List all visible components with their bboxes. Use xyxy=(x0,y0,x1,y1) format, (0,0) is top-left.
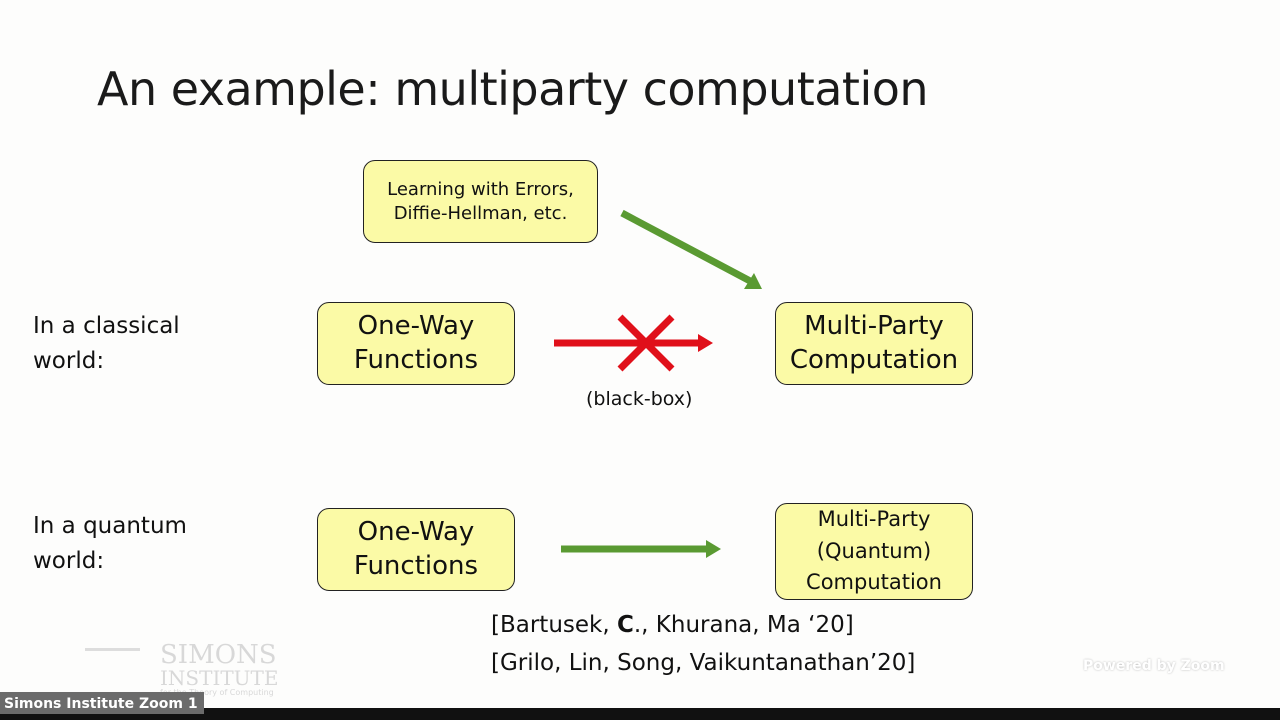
label-line: In a quantum xyxy=(33,513,187,539)
box-text: (Quantum) xyxy=(816,538,932,563)
box-text: One-Way xyxy=(357,310,475,341)
green-horizontal-arrow xyxy=(561,540,721,558)
zoom-watermark: Powered by Zoom xyxy=(1083,658,1225,674)
participant-name-label: Simons Institute Zoom 1 xyxy=(0,692,204,714)
box-text: Multi-Party xyxy=(817,507,931,532)
black-box-note: (black-box) xyxy=(586,388,693,410)
label-line: world: xyxy=(33,348,105,374)
box-owf-quantum: One-Way Functions xyxy=(317,508,515,591)
citation-text: ., Khurana, Ma ‘20] xyxy=(633,612,854,638)
box-lwe-dh: Learning with Errors, Diffie-Hellman, et… xyxy=(363,160,598,243)
logo-line: for the Theory of Computing xyxy=(160,688,274,697)
label-line: world: xyxy=(33,548,105,574)
box-text: Learning with Errors, xyxy=(387,179,574,201)
box-text: One-Way xyxy=(357,516,475,547)
box-text: Functions xyxy=(353,550,479,581)
logo-line: SIMONS xyxy=(160,640,277,670)
box-text: Functions xyxy=(353,344,479,375)
label-line: In a classical xyxy=(33,313,180,339)
logo-line: INSTITUTE xyxy=(160,666,279,690)
bottom-bar xyxy=(0,708,1280,720)
citation-1: [Bartusek, C., Khurana, Ma ‘20] xyxy=(491,606,915,644)
box-owf-classical: One-Way Functions xyxy=(317,302,515,385)
box-text: Multi-Party xyxy=(804,310,944,341)
green-diagonal-arrow xyxy=(620,209,762,289)
box-text: Computation xyxy=(806,570,942,595)
citation-bold: C xyxy=(616,612,634,638)
red-blocked-arrow xyxy=(554,334,713,352)
red-x-icon xyxy=(617,314,675,372)
citation-2: [Grilo, Lin, Song, Vaikuntanathan’20] xyxy=(491,650,916,676)
building-icon xyxy=(85,648,140,696)
box-text: Diffie-Hellman, etc. xyxy=(393,202,568,224)
citation-text: [Bartusek, xyxy=(491,612,617,638)
row-label-classical: In a classical world: xyxy=(33,309,180,379)
slide-title: An example: multiparty computation xyxy=(97,62,929,116)
row-label-quantum: In a quantum world: xyxy=(33,509,187,579)
box-mpc-quantum: Multi-Party (Quantum) Computation xyxy=(775,503,973,600)
box-mpc-classical: Multi-Party Computation xyxy=(775,302,973,385)
citations: [Bartusek, C., Khurana, Ma ‘20] [Grilo, … xyxy=(491,606,915,682)
box-text: Computation xyxy=(789,344,959,375)
